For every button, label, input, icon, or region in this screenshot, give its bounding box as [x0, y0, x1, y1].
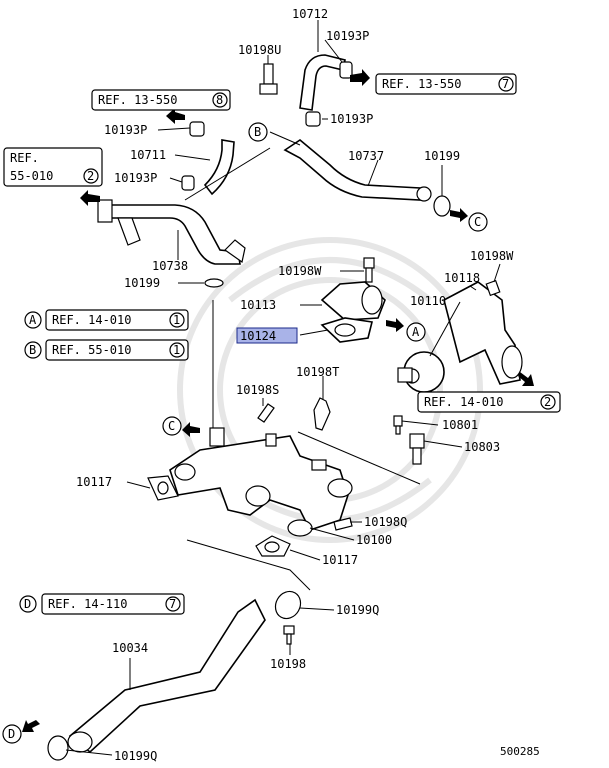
svg-text:7: 7 — [502, 77, 509, 91]
label-10199-left[interactable]: 10199 — [124, 276, 160, 290]
label-10113[interactable]: 10113 — [240, 298, 276, 312]
label-10198S[interactable]: 10198S — [236, 383, 279, 397]
part-10198-bolt — [283, 625, 295, 645]
part-10199-gasket-left — [204, 278, 224, 288]
svg-text:REF. 14-110: REF. 14-110 — [48, 597, 127, 611]
label-10198Q[interactable]: 10198Q — [364, 515, 407, 529]
ref-box-14-110-7[interactable]: D REF. 14-110 7 — [19, 593, 185, 615]
label-10193P-left2[interactable]: 10193P — [114, 171, 157, 185]
marker-D: D — [2, 724, 22, 744]
part-10034-water-pipe — [67, 598, 266, 754]
svg-text:2: 2 — [544, 395, 551, 409]
diagram-id: 500285 — [500, 745, 540, 758]
part-10801-sensor — [393, 415, 403, 435]
svg-text:REF.: REF. — [10, 151, 39, 165]
part-10198T-bolt — [313, 397, 331, 431]
marker-A: A — [406, 322, 426, 342]
label-10198T[interactable]: 10198T — [296, 365, 339, 379]
part-10193P-clamp-left — [181, 121, 205, 191]
svg-text:REF. 14-010: REF. 14-010 — [52, 313, 131, 327]
part-10118-water-inlet — [443, 281, 523, 385]
part-10199Q-oring-mid — [274, 590, 302, 620]
label-10193P-left1[interactable]: 10193P — [104, 123, 147, 137]
part-10117-gasket-left — [147, 475, 179, 501]
direction-arrows — [22, 69, 534, 732]
leader-lines — [65, 20, 501, 756]
label-10100[interactable]: 10100 — [356, 533, 392, 547]
label-10118[interactable]: 10118 — [444, 271, 480, 285]
svg-text:D: D — [24, 597, 31, 611]
label-10711[interactable]: 10711 — [130, 148, 166, 162]
svg-text:B: B — [254, 125, 261, 139]
part-10124-gasket — [320, 317, 373, 343]
highlight-10124 — [236, 327, 298, 344]
part-10113-thermostat-case — [320, 281, 386, 321]
svg-text:REF. 55-010: REF. 55-010 — [52, 343, 131, 357]
svg-text:7: 7 — [169, 597, 176, 611]
label-10124[interactable]: 10124 — [240, 329, 276, 343]
svg-text:REF. 13-550: REF. 13-550 — [98, 93, 177, 107]
part-10193P-clamp-mid — [305, 111, 321, 127]
label-10801[interactable]: 10801 — [442, 418, 478, 432]
part-10712-hose — [299, 54, 346, 111]
label-10712[interactable]: 10712 — [292, 7, 328, 21]
svg-text:C: C — [168, 419, 175, 433]
marker-B: B — [248, 122, 268, 142]
part-10198U-bolt — [259, 63, 278, 95]
label-10117-left[interactable]: 10117 — [76, 475, 112, 489]
label-10198[interactable]: 10198 — [270, 657, 306, 671]
marker-C-right: C — [468, 212, 488, 232]
part-10803-sensor — [409, 433, 425, 465]
part-10737-water-pipe — [283, 139, 432, 202]
ref-box-55-010-2[interactable]: REF. 55-010 2 — [3, 147, 103, 187]
part-10117-gasket-bottom — [255, 535, 291, 557]
svg-text:B: B — [29, 343, 36, 357]
ref-box-13-550-7[interactable]: REF. 13-550 7 — [375, 73, 517, 95]
label-10193P-mid[interactable]: 10193P — [330, 112, 373, 126]
part-10198S-bolt — [257, 403, 275, 423]
marker-C-left: C — [162, 416, 182, 436]
svg-text:REF. 13-550: REF. 13-550 — [382, 77, 461, 91]
part-10199-gasket-right — [433, 195, 451, 217]
svg-text:2: 2 — [87, 169, 94, 183]
part-10100-water-manifold — [169, 427, 353, 537]
part-10198W-bolt-mid — [363, 257, 375, 283]
part-10711-hose — [203, 139, 235, 196]
label-10803[interactable]: 10803 — [464, 440, 500, 454]
label-10199Q-mid[interactable]: 10199Q — [336, 603, 379, 617]
ref-box-14-010-2[interactable]: REF. 14-010 2 — [417, 391, 561, 413]
part-10738-water-pipe — [97, 199, 246, 265]
label-10034[interactable]: 10034 — [112, 641, 148, 655]
ref-box-13-550-8[interactable]: REF. 13-550 8 — [91, 89, 231, 111]
ref-box-14-010-1[interactable]: A REF. 14-010 1 — [24, 309, 189, 331]
label-10199-right[interactable]: 10199 — [424, 149, 460, 163]
svg-text:1: 1 — [173, 313, 180, 327]
part-10198W-bolt-right — [485, 279, 501, 297]
svg-text:D: D — [8, 727, 15, 741]
svg-text:1: 1 — [173, 343, 180, 357]
svg-text:A: A — [29, 313, 37, 327]
svg-text:C: C — [474, 215, 481, 229]
label-10738[interactable]: 10738 — [152, 259, 188, 273]
part-10193P-clamp-top — [339, 61, 353, 79]
label-10199Q-bottom[interactable]: 10199Q — [114, 749, 157, 763]
svg-text:A: A — [412, 325, 420, 339]
svg-text:REF. 14-010: REF. 14-010 — [424, 395, 503, 409]
label-10117-bottom[interactable]: 10117 — [322, 553, 358, 567]
svg-text:8: 8 — [216, 93, 223, 107]
label-10198U[interactable]: 10198U — [238, 43, 281, 57]
label-10198W-mid[interactable]: 10198W — [278, 264, 322, 278]
part-10199Q-oring-bottom — [47, 735, 69, 761]
part-10198Q-bolt — [333, 517, 353, 531]
ref-box-55-010-1[interactable]: B REF. 55-010 1 — [24, 339, 189, 361]
label-10110[interactable]: 10110 — [410, 294, 446, 308]
label-10737[interactable]: 10737 — [348, 149, 384, 163]
label-10193P-top[interactable]: 10193P — [326, 29, 369, 43]
svg-text:55-010: 55-010 — [10, 169, 53, 183]
label-10198W-right[interactable]: 10198W — [470, 249, 514, 263]
part-10110-thermostat — [397, 351, 445, 393]
